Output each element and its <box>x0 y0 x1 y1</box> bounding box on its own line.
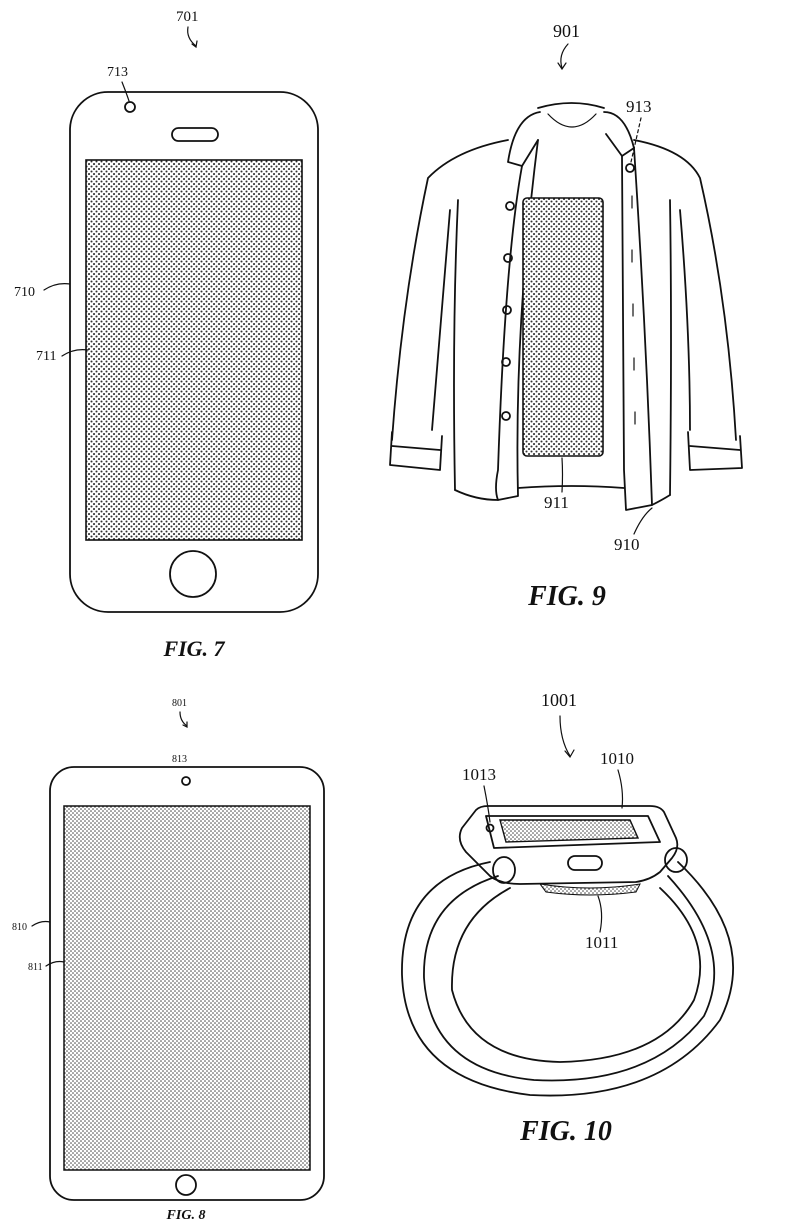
ref-label-810: 810 <box>12 922 27 933</box>
shirt-right-placket <box>621 147 653 511</box>
left-sleeve-inner <box>431 209 451 431</box>
leader-811 <box>45 960 65 967</box>
leader-911 <box>561 457 564 493</box>
shirt-button-icon <box>501 411 511 421</box>
ref-label-813: 813 <box>172 754 187 765</box>
shirt-hem-right <box>651 494 671 506</box>
phone-home-button <box>169 550 217 598</box>
shirt-button-icon <box>501 357 511 367</box>
ref-label-713: 713 <box>107 65 128 80</box>
shirt-right-side <box>669 199 672 496</box>
ref-label-913: 913 <box>626 97 652 116</box>
phone-display-screen <box>85 159 303 541</box>
shirt-button-icon <box>505 201 515 211</box>
collar-right <box>603 111 635 157</box>
shirt-camera-icon <box>625 163 635 173</box>
collar-left <box>507 111 541 167</box>
leader-1011 <box>597 895 603 933</box>
figure-7: 701 713 710 711 FIG. 7 <box>14 9 319 661</box>
shirt-button-icon <box>503 253 513 263</box>
leader-711 <box>61 349 89 357</box>
ref-label-910: 910 <box>614 535 640 554</box>
tablet-home-button <box>175 1174 197 1196</box>
leader-701 <box>187 26 197 47</box>
leader-arrow-1001 <box>564 749 575 759</box>
watch-underside-display <box>538 883 641 896</box>
leader-801 <box>179 711 188 727</box>
figure-9: 901 913 911 910 FIG. 9 <box>389 21 743 612</box>
left-cuff-seam <box>391 445 441 451</box>
leader-810 <box>31 920 51 927</box>
ref-label-1010: 1010 <box>600 749 634 768</box>
phone-device <box>69 91 319 613</box>
shirt-button-icon <box>502 305 512 315</box>
leader-arrow-701 <box>191 40 198 49</box>
watch-band-outer <box>401 861 734 1097</box>
undershirt-hem <box>517 485 625 489</box>
leader-1010 <box>617 769 624 809</box>
tablet-display-screen <box>63 805 311 1171</box>
leader-713 <box>121 81 130 102</box>
watch-band-inner <box>423 875 716 1082</box>
shirt-display-panel <box>522 197 604 457</box>
leader-901 <box>560 43 569 69</box>
leader-arrow-901 <box>557 62 567 71</box>
ref-label-811: 811 <box>28 962 43 973</box>
tablet-camera-icon <box>181 776 191 786</box>
watch-bezel <box>485 815 661 849</box>
undershirt-neckline <box>537 102 605 109</box>
figure-caption-8: FIG. 8 <box>166 1208 206 1223</box>
watch-side-button <box>567 855 603 871</box>
leader-1001 <box>559 715 571 757</box>
leader-710 <box>43 283 71 291</box>
ref-label-1011: 1011 <box>585 933 618 952</box>
leader-910 <box>633 507 653 535</box>
watch-device <box>401 805 734 1097</box>
watch-band-back <box>451 887 702 1063</box>
watch-display-screen <box>499 819 640 843</box>
right-sleeve-inner <box>679 209 691 431</box>
ref-label-911: 911 <box>544 493 569 512</box>
figure-caption-7: FIG. 7 <box>162 636 225 661</box>
watch-left-lug <box>492 856 516 884</box>
ref-label-901: 901 <box>553 21 580 41</box>
right-cuff-seam <box>689 445 741 451</box>
watch-right-lug <box>664 847 688 873</box>
shirt-right-outline <box>633 139 737 441</box>
phone-speaker-slot <box>171 127 219 142</box>
figure-8: 801 813 810 811 FIG. 8 <box>12 698 325 1223</box>
ref-label-701: 701 <box>176 9 199 25</box>
ref-label-801: 801 <box>172 698 187 709</box>
figure-caption-10: FIG. 10 <box>519 1116 612 1147</box>
phone-camera-icon <box>124 101 136 113</box>
watch-camera-icon <box>485 823 495 833</box>
ref-label-710: 710 <box>14 285 35 300</box>
shirt-hem-left <box>454 489 499 501</box>
undershirt-neck-curve <box>547 113 597 128</box>
right-cuff <box>687 431 743 471</box>
figure-10: 1001 1013 1010 1011 FIG. 10 <box>401 690 734 1147</box>
leader-arrow-801 <box>182 721 188 728</box>
ref-label-711: 711 <box>36 349 56 364</box>
leader-1013 <box>483 785 491 823</box>
figure-caption-9: FIG. 9 <box>527 581 606 612</box>
left-cuff <box>389 431 443 471</box>
tablet-device <box>49 766 325 1201</box>
tablet-body-outline <box>49 766 325 1201</box>
shirt-left-outline <box>391 139 509 441</box>
ref-label-1001: 1001 <box>541 690 577 710</box>
shirt-device <box>389 102 743 511</box>
ref-label-1013: 1013 <box>462 765 496 784</box>
shirt-left-side <box>453 199 459 491</box>
